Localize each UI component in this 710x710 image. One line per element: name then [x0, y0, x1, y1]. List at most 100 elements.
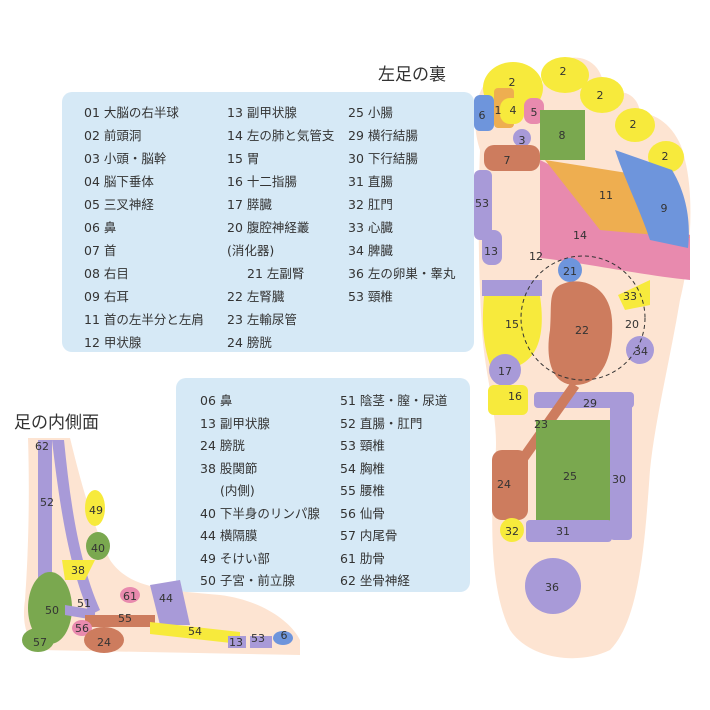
zone-31: [526, 520, 612, 542]
inner-legend-item: 55 腰椎: [340, 483, 385, 498]
sole-zone-label: 29: [583, 397, 597, 410]
inner-zone-label: 56: [75, 622, 89, 635]
sole-legend-item: 23 左輸尿管: [227, 312, 297, 327]
inner-zone-label: 57: [33, 636, 47, 649]
sole-zone-label: 2: [560, 65, 567, 78]
inner-zone-label: 52: [40, 496, 54, 509]
zone-13-inner: [228, 636, 246, 648]
sole-title: 左足の裏: [378, 65, 446, 85]
zone-54: [150, 622, 240, 644]
zone-9: [615, 150, 689, 248]
sole-legend-item: 01 大脳の右半球: [84, 105, 179, 120]
zone-38: [62, 560, 95, 580]
sole-zone-label: 53: [475, 197, 489, 210]
sole-zone-label: 3: [519, 134, 526, 147]
sole-legend-item: 30 下行結腸: [348, 151, 418, 166]
zone-6-inner: [273, 631, 293, 645]
sole-legend-item: 53 頸椎: [348, 289, 393, 304]
sole-legend-item: 12 甲状腺: [84, 335, 142, 350]
zone-12: [482, 280, 542, 296]
zone-61: [120, 587, 140, 603]
zone-22: [548, 281, 613, 385]
zone-6: [474, 95, 494, 131]
zone-36: [525, 558, 581, 614]
sole-zone-label: 31: [556, 525, 570, 538]
inner-zone-label: 40: [91, 542, 105, 555]
sole-zone-label: 33: [623, 290, 637, 303]
sole-legend-item: 08 右目: [84, 266, 129, 281]
zone-24-inner: [84, 627, 124, 653]
sole-zone-label: 9: [661, 202, 668, 215]
zone-13: [482, 230, 502, 265]
inner-zone-label: 51: [77, 597, 91, 610]
inner-legend-item: 49 そけい部: [200, 550, 270, 566]
sole-legend-item: 25 小腸: [348, 105, 393, 120]
sole-legend-item: 06 鼻: [84, 220, 117, 235]
zone-24: [492, 450, 528, 520]
zone-16: [488, 385, 528, 415]
inner-legend-item: 56 仙骨: [340, 505, 385, 521]
sole-legend-item: 17 膵臓: [227, 197, 272, 212]
inner-legend-item: 44 横隔膜: [200, 528, 258, 543]
inner-zone-label: 53: [251, 632, 265, 645]
inner-legend-item: 24 膀胱: [200, 438, 245, 453]
zone-8: [540, 110, 585, 160]
zone-50: [28, 572, 72, 644]
sole-zone-label: 14: [573, 229, 587, 242]
inner-legend-panel: [176, 378, 470, 592]
inner-side-title: 足の内側面: [14, 413, 99, 433]
zone-55: [85, 615, 155, 627]
sole-zone-label: 30: [612, 473, 626, 486]
zone-57: [22, 628, 54, 652]
sole-zone-label: 2: [630, 118, 637, 131]
sole-legend-item: 11 首の左半分と左肩: [84, 312, 204, 327]
toe-4: [615, 108, 655, 142]
zone-62: [38, 440, 52, 590]
inner-zone-label: 44: [159, 592, 173, 605]
zone-30: [610, 400, 632, 540]
sole-zone-label: 32: [505, 525, 519, 538]
zone-52: [52, 440, 100, 615]
sole-legend-item: 33 心臓: [348, 220, 393, 235]
inner-legend-item: 13 副甲状腺: [200, 415, 270, 431]
inner-zone-label: 13: [229, 636, 243, 649]
sole-legend-item: 04 脳下垂体: [84, 174, 154, 189]
zone-15: [482, 296, 542, 365]
zone-44: [150, 580, 190, 625]
sole-legend-item: 16 十二指腸: [227, 174, 297, 189]
sole-zone-label: 13: [484, 245, 498, 258]
inner-legend-item: 52 直腸・肛門: [340, 415, 423, 431]
sole-zone-label: 20: [625, 318, 639, 331]
inner-zone-label: 62: [35, 440, 49, 453]
zone-3: [513, 129, 531, 147]
sole-legend-item: 21 左副腎: [247, 266, 305, 281]
sole-zone-label: 2: [509, 76, 516, 89]
sole-zone-label: 24: [497, 478, 511, 491]
inner-zone-label: 49: [89, 504, 103, 517]
sole-legend-item: (消化器): [227, 243, 275, 258]
sole-legend-panel: [62, 92, 474, 352]
inner-legend-item: 53 頸椎: [340, 438, 385, 453]
toe-2: [541, 57, 589, 93]
sole-zone-label: 2: [597, 89, 604, 102]
sole-zone-label: 25: [563, 470, 577, 483]
sole-legend-item: 29 横行結腸: [348, 128, 418, 143]
sole-zone-label: 17: [498, 365, 512, 378]
inner-legend-item: (内側): [220, 483, 255, 498]
zone-20-solar-plexus: [520, 255, 646, 381]
sole-zone-label: 8: [559, 129, 566, 142]
inner-zone-label: 24: [97, 636, 111, 649]
inner-legend-item: 51 陰茎・膣・尿道: [340, 393, 448, 408]
inner-zone-label: 6: [281, 629, 288, 642]
sole-legend-item: 09 右耳: [84, 289, 129, 304]
inner-legend-item: 40 下半身のリンパ腺: [200, 505, 320, 521]
sole-zone-label: 12: [529, 250, 543, 263]
zone-40: [86, 532, 110, 560]
sole-legend-item: 34 脾臓: [348, 243, 393, 258]
inner-legend-item: 61 肋骨: [340, 550, 385, 566]
sole-zone-label: 21: [563, 265, 577, 278]
zone-33: [618, 280, 650, 310]
